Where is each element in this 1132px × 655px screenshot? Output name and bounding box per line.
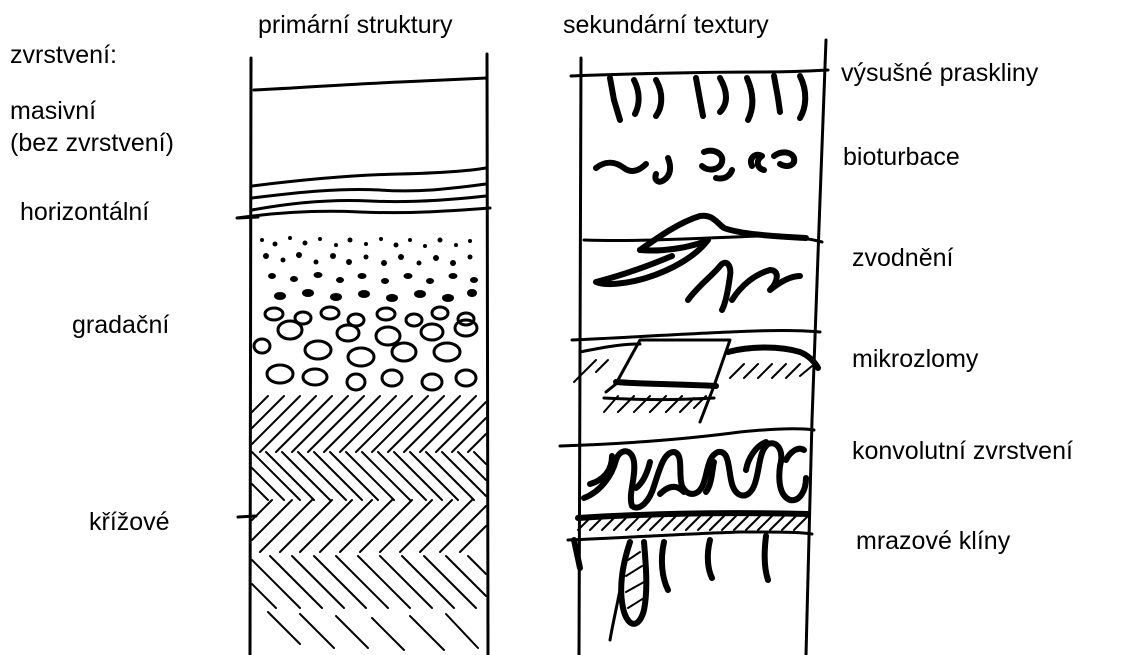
label-convolute: konvolutní zvrstvení	[852, 436, 1073, 467]
left-wall-tick-horizontal	[238, 217, 258, 218]
label-massive-note: (bez zvrstvení)	[10, 128, 174, 159]
bioturbation-drawing	[596, 151, 794, 182]
label-dewatering: zvodnění	[852, 243, 953, 274]
left-column-left-wall	[250, 58, 251, 655]
label-desiccation-cracks: výsušné praskliny	[841, 58, 1038, 89]
label-bioturbation: bioturbace	[843, 142, 960, 173]
left-wall-tick-cross	[238, 516, 256, 517]
label-stratification: zvrstvení:	[10, 40, 117, 71]
primary-structures-header: primární struktury	[258, 10, 452, 41]
label-massive: masivní	[10, 96, 96, 127]
convolute-drawing	[560, 429, 814, 508]
left-column-right-wall	[487, 54, 488, 655]
frost-wedges-drawing	[568, 513, 812, 640]
desiccation-cracks-drawing	[571, 70, 828, 120]
massive-bed-top	[254, 78, 487, 90]
microfaults-drawing	[572, 331, 820, 423]
label-cross: křížové	[89, 507, 170, 538]
fine-grains	[260, 236, 478, 302]
primary-structures-column	[237, 54, 490, 655]
label-horizontal: horizontální	[20, 197, 149, 228]
cross-bedding	[252, 396, 486, 650]
dewatering-drawing	[584, 216, 822, 310]
label-graded: gradační	[72, 310, 169, 341]
label-microfaults: mikrozlomy	[852, 344, 978, 375]
secondary-textures-header: sekundární textury	[563, 10, 769, 41]
right-column-right-wall	[806, 40, 826, 655]
coarse-pebbles	[254, 320, 477, 390]
label-frost-wedges: mrazové klíny	[856, 526, 1010, 557]
graded-bedding	[254, 236, 478, 390]
secondary-textures-column	[560, 40, 828, 655]
horizontal-laminae	[237, 168, 490, 218]
